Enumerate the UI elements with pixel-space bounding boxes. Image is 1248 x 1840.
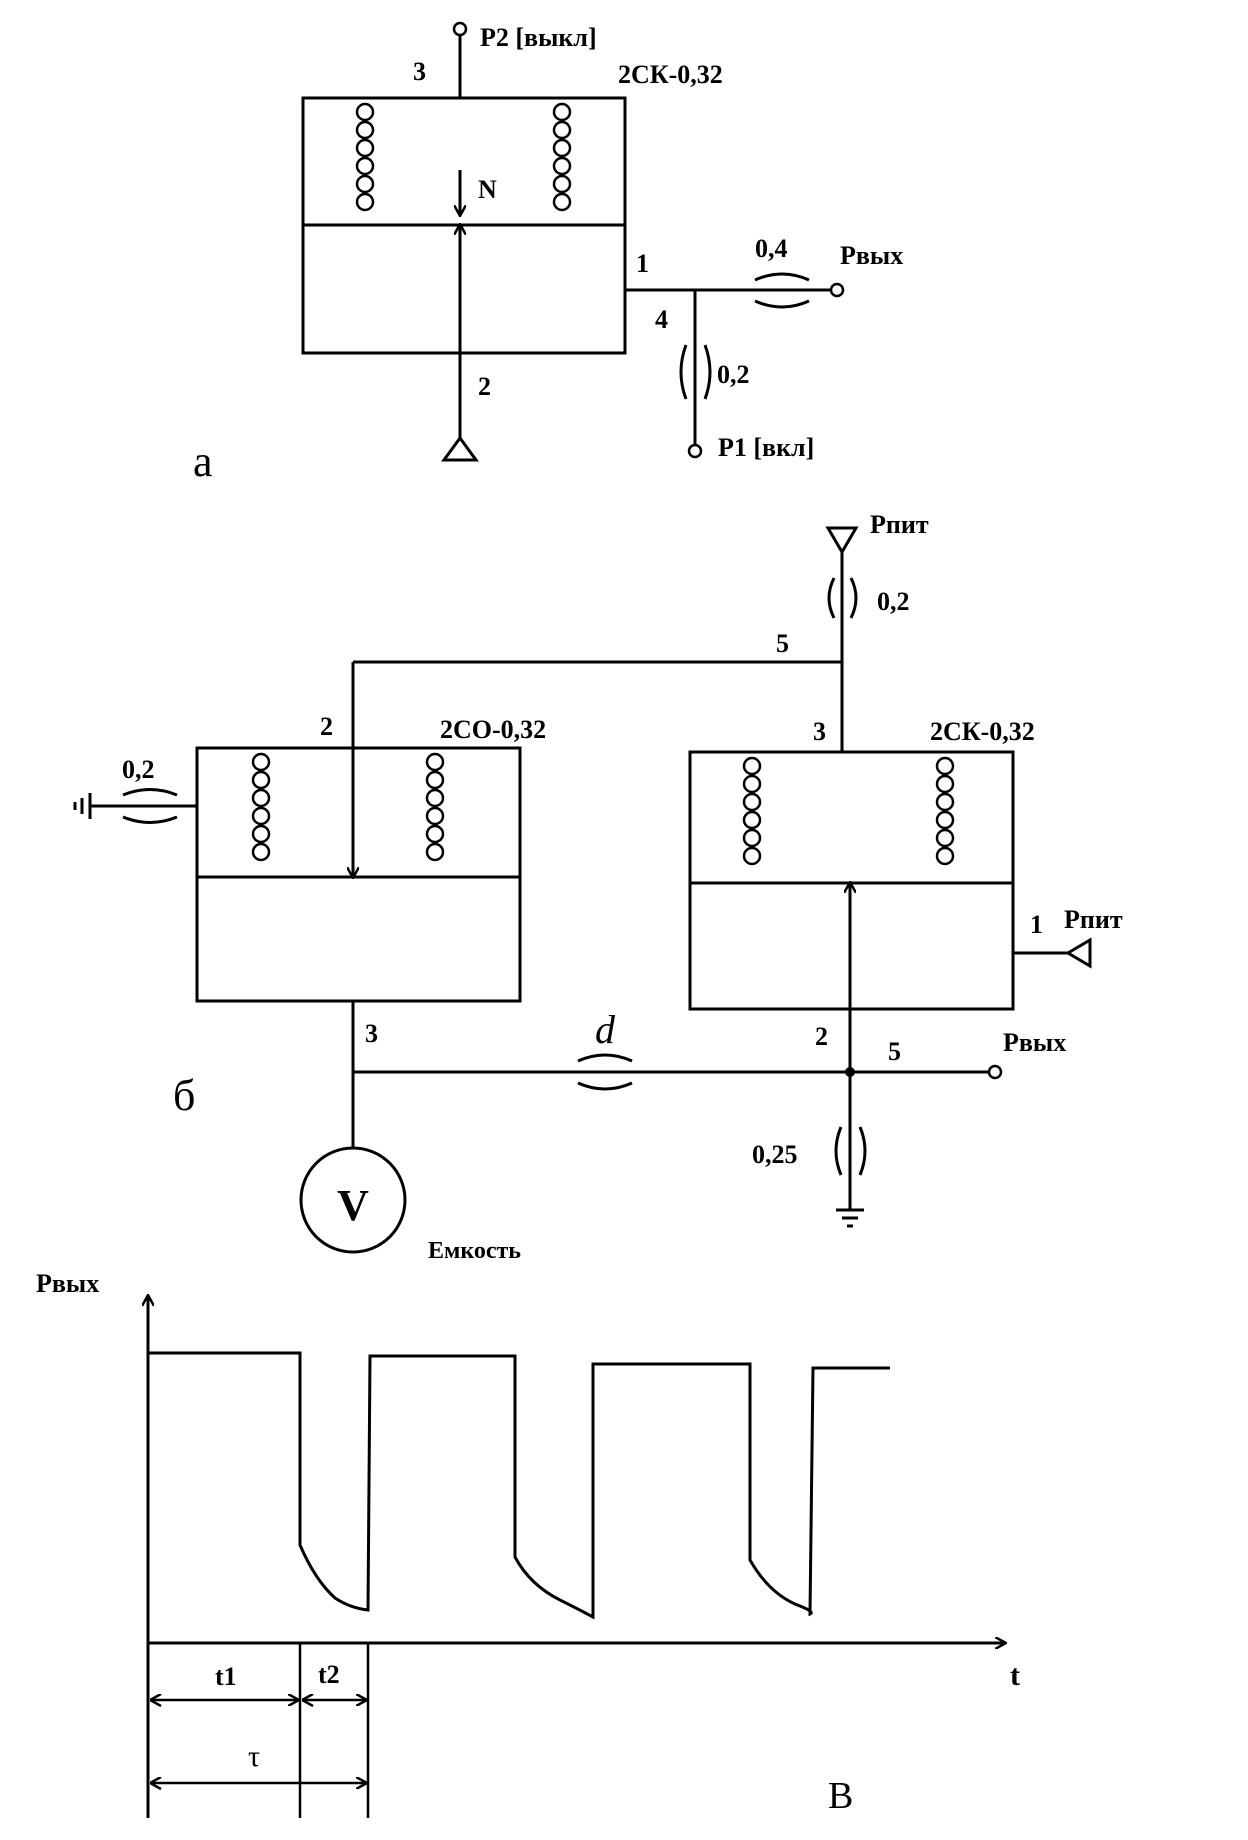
label-period: τ [248,1740,260,1773]
spring-coils-left [355,102,375,212]
throttle-supply-right [849,577,858,619]
throttle-ground-right [858,1126,867,1176]
label-port-3: 3 [413,57,426,86]
output-terminal [829,282,845,298]
label-left-port-3: 3 [365,1019,378,1048]
throttle-vent-lower [122,815,178,824]
label-p1: P1 [вкл] [718,433,814,462]
throttle-p1-left [679,344,688,400]
label-device-a: 2СК-0,32 [618,60,723,89]
label-throttle-out: 0,4 [755,234,788,263]
label-throttle-ground: 0,25 [752,1140,798,1169]
label-right-port-1: 1 [1030,910,1043,939]
label-x-axis: t [1010,1659,1020,1692]
label-port-4: 4 [655,305,668,334]
diagram-c: Рвых t t1 t2 τ в [36,1269,1020,1818]
label-supply-right: Рпит [1064,905,1123,934]
label-port-1: 1 [636,249,649,278]
throttle-out-upper [754,272,810,282]
diagram-b: V Рпит 0,2 5 2 2СО-0,32 3 2СК-0,32 0,2 Р… [73,510,1123,1264]
supply-triangle [441,435,479,462]
label-supply-top: Рпит [870,510,929,539]
spring-coils-2so-left [251,752,271,862]
label-throttle-supply: 0,2 [877,587,910,616]
label-output-b: Рвых [1003,1028,1066,1057]
throttle-out-lower [754,299,810,309]
spring-coils-2sk-right [935,756,955,866]
label-throttle-d: d [595,1007,616,1052]
volume-capacity [299,1146,407,1254]
panel-label-a: а [193,437,213,486]
label-device-2so: 2СО-0,32 [440,715,546,744]
panel-label-b: б [173,1071,195,1120]
throttle-d-lower [577,1081,633,1091]
label-left-port-2: 2 [320,712,333,741]
spring-coils-2sk-left [742,756,762,866]
label-y-axis: Рвых [36,1269,99,1298]
spring-coils-2so-right [425,752,445,862]
throttle-ground-left [834,1126,843,1176]
throttle-vent-upper [122,788,178,797]
label-t1: t1 [215,1662,237,1691]
throttle-supply-left [827,577,836,619]
label-right-port-2: 2 [815,1022,828,1051]
supply-right-triangle [1065,937,1092,969]
output-terminal-b [987,1064,1003,1080]
p1-terminal [687,443,703,459]
supply-top-triangle [825,526,859,555]
label-node-5-top: 5 [776,629,789,658]
volume-symbol: V [337,1181,369,1230]
label-output-a: Рвых [840,241,903,270]
output-waveform [148,1351,890,1620]
diagram-a: P2 [выкл] 3 2СК-0,32 N 1 0,4 Рвых 4 0,2 … [193,21,903,486]
label-force-n: N [478,175,497,204]
label-throttle-vent: 0,2 [122,755,155,784]
spring-coils-right [552,102,572,212]
throttle-p1-right [703,344,712,400]
label-device-2sk: 2СК-0,32 [930,717,1035,746]
label-p2: P2 [выкл] [480,23,597,52]
label-throttle-p1: 0,2 [717,360,750,389]
p2-terminal [452,21,468,37]
label-right-port-3: 3 [813,717,826,746]
relay-2so-body [195,746,522,1003]
panel-label-c: в [828,1775,853,1817]
relay-2sk-body [301,96,627,440]
label-port-2: 2 [478,372,491,401]
label-node-5-out: 5 [888,1037,901,1066]
label-volume: Емкость [428,1238,521,1264]
label-t2: t2 [318,1660,340,1689]
throttle-d-upper [577,1053,633,1063]
